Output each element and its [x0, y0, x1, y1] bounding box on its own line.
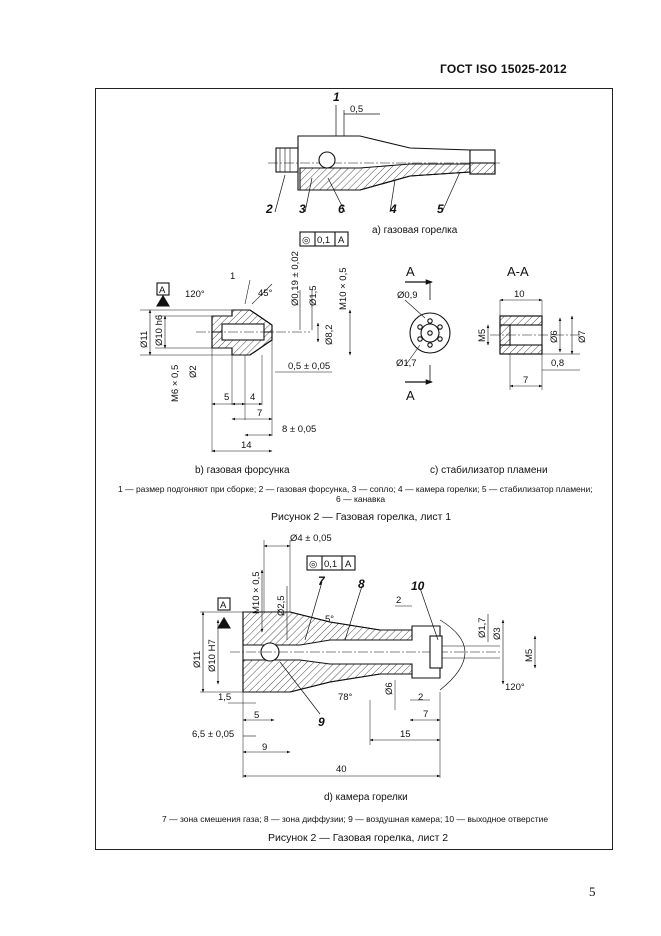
dim-c-d7: Ø7	[577, 330, 588, 343]
legend-fig2: 7 — зона смешения газа; 8 — зона диффузи…	[162, 814, 548, 824]
dim-b-14: 14	[241, 440, 252, 451]
drawing-frame	[95, 88, 613, 850]
dim-d-2: 2	[418, 692, 423, 703]
dim-b-d019: Ø0,19 ± 0,02	[290, 251, 301, 306]
dim-b-7: 7	[257, 408, 262, 419]
dim-b-d2: Ø2	[188, 365, 199, 378]
tol-d-symbol: ◎	[309, 559, 318, 570]
figure2-title: Рисунок 2 — Газовая горелка, лист 2	[268, 832, 448, 844]
dim-d-2top: 2	[396, 595, 401, 606]
dim-d-m10: M10 × 0,5	[251, 571, 262, 614]
tol-b-value: 0,1	[317, 235, 330, 246]
tol-b-datum: A	[338, 235, 345, 246]
section-arrow-a-top: A	[406, 264, 415, 279]
caption-d: d) камера горелки	[324, 792, 408, 803]
caption-b: b) газовая форсунка	[195, 464, 290, 476]
legend-fig1-line2: 6 — канавка	[336, 494, 385, 504]
dim-c-08: 0,8	[551, 358, 564, 369]
dim-d-d3: Ø3	[492, 627, 503, 640]
dim-b-5: 5	[224, 392, 229, 403]
legend-fig1-line1: 1 — размер подгоняют при сборке; 2 — газ…	[118, 484, 593, 494]
tol-b-symbol: ◎	[302, 235, 311, 246]
figure1-title: Рисунок 2 — Газовая горелка, лист 1	[271, 511, 451, 523]
dim-d-15b: 15	[400, 729, 411, 740]
dim-b-d11: Ø11	[139, 331, 150, 348]
dim-d-d25: Ø2,5	[276, 595, 287, 616]
datum-d: A	[220, 600, 227, 611]
caption-a: a) газовая горелка	[372, 225, 458, 236]
dim-b-d10h6: Ø10 h6	[154, 315, 165, 346]
leader-4: 4	[389, 202, 397, 216]
dim-d-d11: Ø11	[192, 651, 203, 668]
section-label-aa: A-A	[507, 264, 529, 279]
dim-d-d17: Ø1,7	[477, 617, 488, 638]
leader-8: 8	[358, 577, 365, 591]
dim-d-m5: M5	[524, 649, 535, 662]
dim-d-78: 78°	[338, 692, 353, 703]
dim-b-45: 45°	[258, 288, 273, 299]
dim-d-40: 40	[336, 764, 347, 775]
dim-b-1: 1	[230, 271, 235, 282]
caption-c: c) стабилизатор пламени	[430, 464, 548, 476]
tol-d-value: 0,1	[324, 559, 337, 570]
dim-b-m10: M10 × 0,5	[338, 267, 349, 310]
dim-c-7: 7	[523, 375, 528, 386]
dim-b-8: 8 ± 0,05	[282, 424, 316, 435]
part-d-chamber	[200, 540, 537, 778]
leader-9: 9	[318, 715, 325, 729]
dim-b-05: 0,5 ± 0,05	[288, 361, 330, 372]
datum-b: A	[159, 285, 166, 296]
dim-c-d6: Ø6	[549, 330, 560, 343]
leader-5: 5	[437, 202, 444, 216]
dim-0-5: 0,5	[350, 104, 363, 115]
dim-d-65: 6,5 ± 0,05	[192, 729, 234, 740]
dim-b-m6: M6 × 0,5	[170, 365, 181, 402]
dim-c-m5: M5	[477, 329, 488, 342]
page-number: 5	[589, 884, 596, 899]
part-a-assembly	[268, 105, 500, 213]
part-b-nozzle	[140, 231, 352, 453]
standard-header: ГОСТ ISO 15025-2012	[440, 62, 567, 76]
leader-2: 2	[265, 202, 273, 216]
leader-6: 6	[338, 202, 345, 216]
dim-b-d82: Ø8,2	[324, 324, 335, 345]
leader-1: 1	[333, 90, 340, 104]
dim-d-d6: Ø6	[384, 682, 395, 695]
part-c-stabilizer	[404, 279, 580, 390]
dim-d-7: 7	[423, 709, 428, 720]
dim-d-120: 120°	[505, 682, 525, 693]
dim-d-d4: Ø4 ± 0,05	[290, 533, 332, 544]
dim-d-9: 9	[262, 742, 267, 753]
dim-c-d17: Ø1,7	[396, 358, 417, 369]
dim-b-d15: Ø1,5	[308, 285, 319, 306]
dim-d-5deg: 5°	[325, 614, 334, 625]
dim-c-d09: Ø0,9	[397, 290, 418, 301]
leader-3: 3	[299, 202, 306, 216]
dim-b-120: 120°	[185, 289, 205, 300]
dim-b-4: 4	[250, 392, 255, 403]
dim-d-d10h7: Ø10 H7	[207, 639, 218, 672]
dim-d-5: 5	[254, 710, 259, 721]
dim-d-15: 1,5	[218, 692, 231, 703]
section-arrow-a-bottom: A	[406, 388, 415, 403]
tol-d-datum: A	[345, 559, 352, 570]
leader-7: 7	[318, 574, 326, 588]
dim-c-10: 10	[514, 289, 525, 300]
leader-10: 10	[411, 579, 425, 593]
